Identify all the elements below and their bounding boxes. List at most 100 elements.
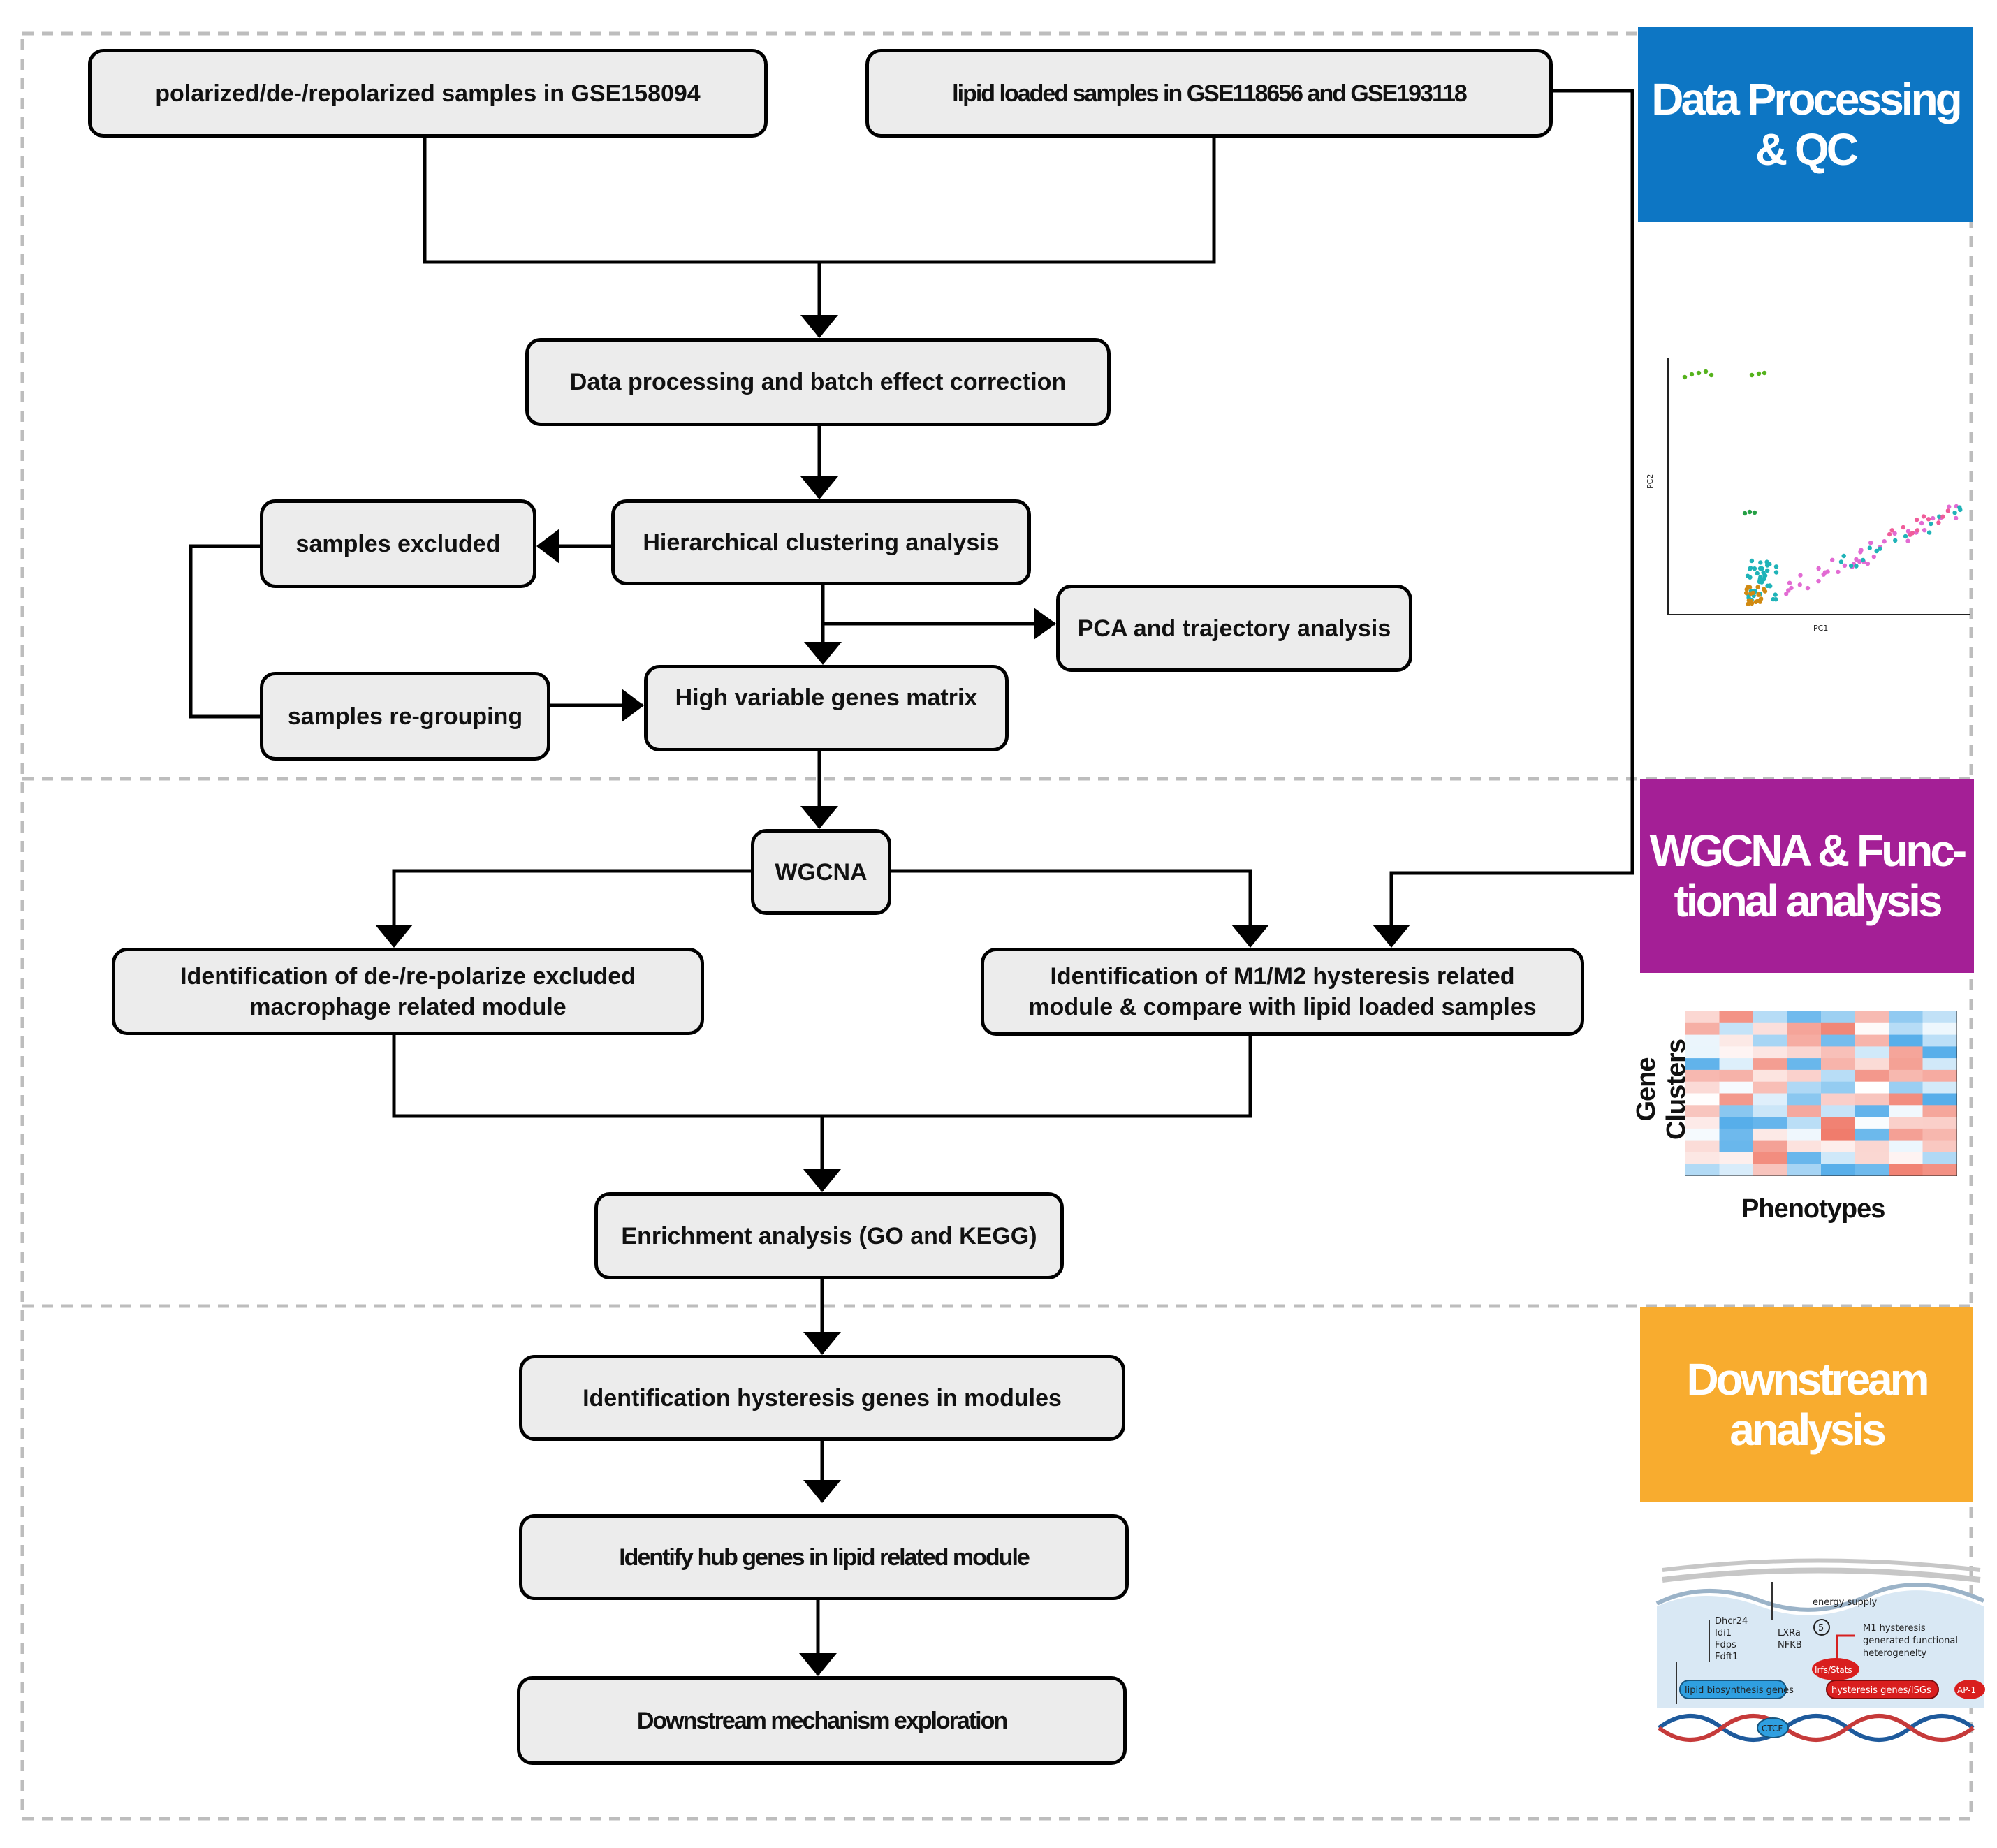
heatmap-cell <box>1787 1034 1822 1047</box>
heatmap-cell <box>1685 1069 1720 1083</box>
heatmap-cell <box>1719 1022 1754 1036</box>
heatmap-cell <box>1889 1105 1923 1117</box>
pca-point <box>1874 548 1879 554</box>
pca-point <box>1748 566 1753 571</box>
pca-point <box>1926 517 1931 522</box>
heatmap-cell <box>1922 1164 1957 1176</box>
pca-point <box>1758 575 1763 580</box>
pca-point <box>1756 592 1761 597</box>
pca-point <box>1940 514 1945 519</box>
pca-point <box>1867 545 1872 550</box>
ctcf-ellipse <box>1757 1717 1789 1738</box>
heatmap-cell <box>1719 1140 1754 1152</box>
node-lipid-samples-label: lipid loaded samples in GSE118656 and GS… <box>952 80 1468 107</box>
heatmap-cell <box>1889 1128 1923 1141</box>
irf-stats-ellipse <box>1812 1658 1859 1680</box>
heatmap-cell <box>1719 1058 1754 1071</box>
node-hub-genes-label: Identify hub genes in lipid related modu… <box>619 1543 1030 1571</box>
pca-point <box>1748 591 1753 596</box>
arrowhead <box>800 315 838 338</box>
pca-point <box>1746 585 1750 589</box>
arrowhead <box>803 1480 841 1503</box>
heatmap-cell <box>1685 1128 1720 1141</box>
arrowhead <box>1373 925 1410 948</box>
arrowhead <box>803 1332 841 1355</box>
heatmap-cell <box>1753 1081 1787 1094</box>
node-hvg-label: High variable genes matrix <box>675 684 978 711</box>
heatmap-cell <box>1719 1164 1754 1176</box>
node-enrichment-label: Enrichment analysis (GO and KEGG) <box>621 1222 1037 1249</box>
heatmap-cell <box>1685 1152 1720 1164</box>
arrowhead <box>804 642 842 665</box>
heatmap-cell <box>1753 1011 1787 1024</box>
arrowhead <box>622 689 644 722</box>
heatmap-cell <box>1753 1152 1787 1164</box>
node-wgcna-label: WGCNA <box>775 858 868 886</box>
pca-point <box>1771 596 1776 602</box>
heatmap-cell <box>1787 1022 1822 1036</box>
heatmap-cell <box>1787 1140 1822 1152</box>
node-module-right: Identification of M1/M2 hysteresis relat… <box>981 948 1584 1036</box>
pca-point <box>1755 571 1760 576</box>
heatmap-cell <box>1685 1058 1720 1071</box>
pca-point <box>1871 554 1876 559</box>
pca-point <box>1915 528 1920 533</box>
pca-point <box>1758 560 1763 565</box>
pca-point <box>1830 557 1835 562</box>
gene-dhcr24: Dhcr24 <box>1715 1616 1748 1627</box>
heatmap-cell <box>1821 1164 1855 1176</box>
hysteresis-genes-label: hysteresis genes/ISGs <box>1831 1685 1931 1696</box>
heatmap-cell <box>1855 1152 1889 1164</box>
pca-point <box>1709 372 1714 378</box>
pca-point <box>1748 599 1754 603</box>
heatmap-cell <box>1922 1046 1957 1059</box>
pca-point <box>1931 515 1936 521</box>
pca-point <box>1696 370 1702 376</box>
node-wgcna: WGCNA <box>751 829 891 915</box>
node-processing-label: Data processing and batch effect correct… <box>569 369 1067 395</box>
pca-point <box>1767 583 1772 588</box>
connector-merge-top <box>423 138 1216 264</box>
pca-point <box>1937 514 1942 519</box>
pca-point <box>1759 566 1764 571</box>
pca-point <box>1868 541 1873 545</box>
pca-point <box>1689 372 1695 377</box>
heatmap-cell <box>1821 1022 1855 1036</box>
pca-point <box>1865 561 1871 566</box>
heatmap-cell <box>1787 1128 1822 1141</box>
heatmap-cell <box>1821 1058 1855 1071</box>
pca-point <box>1842 563 1848 568</box>
node-excluded-label: samples excluded <box>295 530 501 557</box>
heatmap-cell <box>1855 1081 1889 1094</box>
stage-band-data-processing: Data Processing & QC <box>1638 27 1973 222</box>
heatmap-cell <box>1922 1022 1957 1036</box>
heatmap-cell <box>1821 1105 1855 1117</box>
connector-lipid-to-module <box>1389 89 1634 946</box>
pca-point <box>1952 511 1957 515</box>
node-module-right-line2: module & compare with lipid loaded sampl… <box>1028 994 1537 1020</box>
pca-point <box>1786 588 1791 593</box>
gene-fdft1: Fdft1 <box>1715 1652 1738 1662</box>
pca-point <box>1773 592 1778 597</box>
heatmap-cell <box>1787 1105 1822 1117</box>
heatmap-cell <box>1889 1081 1923 1094</box>
heatmap-cell <box>1787 1058 1822 1071</box>
node-hysteresis-genes-label: Identification hysteresis genes in modul… <box>583 1384 1062 1411</box>
pca-point <box>1936 520 1941 525</box>
m1-text-line1: M1 hysteresis <box>1863 1623 1926 1634</box>
pca-point <box>1762 587 1766 592</box>
heatmap-thumbnail <box>1685 1011 1957 1176</box>
heatmap-cell <box>1922 1069 1957 1083</box>
pca-point <box>1947 504 1952 509</box>
stage-band-downstream: Downstream analysis <box>1640 1307 1973 1502</box>
heatmap-cell <box>1889 1164 1923 1176</box>
heatmap-cell <box>1787 1069 1822 1083</box>
pca-point <box>1762 573 1768 578</box>
node-hub-genes: Identify hub genes in lipid related modu… <box>519 1514 1129 1600</box>
pca-point <box>1882 539 1887 544</box>
heatmap-cell <box>1685 1011 1720 1024</box>
pca-point <box>1905 538 1910 543</box>
pca-point <box>1903 534 1908 539</box>
heatmap-cell <box>1922 1093 1957 1106</box>
heatmap-cell <box>1855 1022 1889 1036</box>
